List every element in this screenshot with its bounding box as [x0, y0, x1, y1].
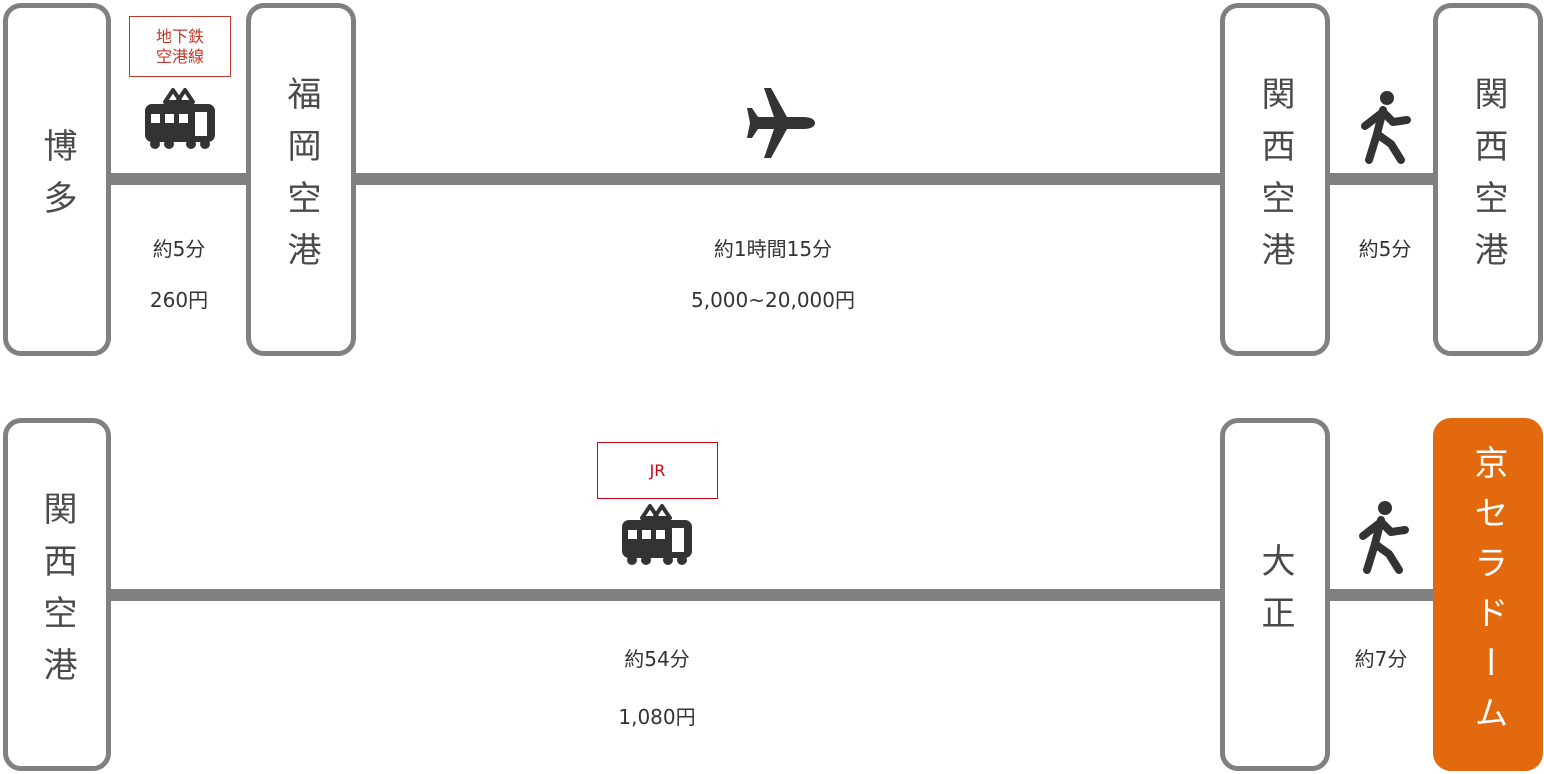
- train-icon: [145, 88, 215, 149]
- train-icon: [622, 504, 692, 565]
- station-name: 博多: [37, 127, 77, 232]
- station-name: 福岡空港: [281, 75, 321, 284]
- station-kansai-airport[interactable]: 関西空港: [1220, 3, 1330, 356]
- station-name: 関西空港: [1468, 75, 1508, 284]
- line-label-jr: JR: [597, 442, 718, 499]
- segment-time: 約5分: [152, 237, 206, 261]
- station-name: 関西空港: [1255, 75, 1295, 284]
- segment-fare: 260円: [149, 288, 209, 312]
- segment-fare: 1,080円: [618, 705, 696, 729]
- station-name: 京セラドーム: [1468, 444, 1508, 745]
- line-label-subway: 地下鉄 空港線: [129, 16, 231, 77]
- segment-time: 約5分: [1358, 237, 1412, 261]
- station-kansai-airport-2[interactable]: 関西空港: [1433, 3, 1543, 356]
- airplane-icon: [747, 88, 815, 158]
- walking-person-icon: [1361, 91, 1411, 164]
- station-name: 関西空港: [37, 490, 77, 699]
- station-name: 大正: [1255, 542, 1295, 647]
- segment-fare: 5,000~20,000円: [691, 288, 855, 312]
- segment-time: 約1時間15分: [713, 237, 833, 261]
- walking-person-icon: [1359, 501, 1409, 574]
- route-line: [105, 173, 1440, 185]
- station-taisho[interactable]: 大正: [1220, 418, 1330, 771]
- segment-time: 約7分: [1354, 647, 1408, 671]
- segment-time: 約54分: [624, 647, 690, 671]
- station-fukuoka-airport[interactable]: 福岡空港: [246, 3, 356, 356]
- station-kansai-airport-3[interactable]: 関西空港: [3, 418, 111, 771]
- station-hakata[interactable]: 博多: [3, 3, 111, 356]
- station-kyocera-dome[interactable]: 京セラドーム: [1433, 418, 1543, 771]
- route-line: [105, 589, 1440, 601]
